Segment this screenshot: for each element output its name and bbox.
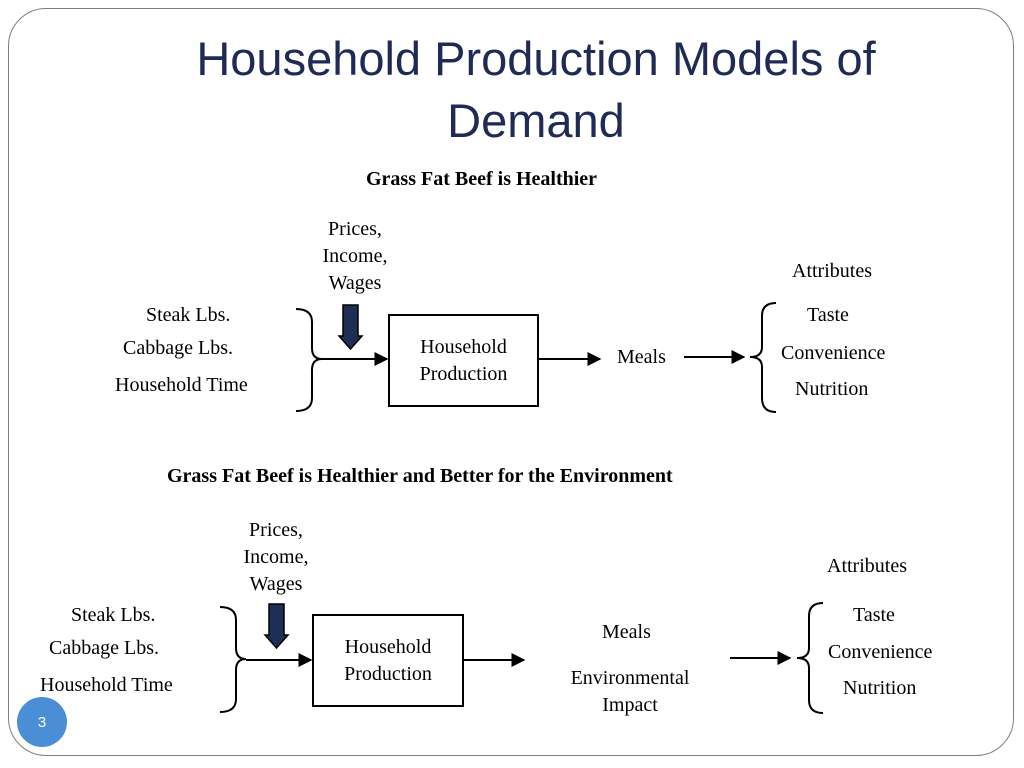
- diagram2-attribute-nutrition: Nutrition: [843, 677, 917, 699]
- diagram1-input-steak: Steak Lbs.: [146, 304, 231, 326]
- diagram2-attributes-label: Attributes: [827, 555, 907, 577]
- diagram1-attributes-brace: [749, 302, 777, 413]
- diagram2-input-time: Household Time: [40, 674, 173, 696]
- diagram1-input-time: Household Time: [115, 374, 248, 396]
- diagram2-output-meals: Meals: [602, 621, 651, 643]
- diagram2-attributes-brace: [796, 602, 824, 714]
- diagram1-household-production-box: Household Production: [388, 314, 539, 407]
- title-line-1: Household Production Models of: [196, 32, 876, 85]
- title-line-2: Demand: [447, 94, 625, 147]
- diagram1-output-meals: Meals: [617, 346, 666, 368]
- diagram2-input-brace: [219, 606, 247, 713]
- diagram1-attribute-convenience: Convenience: [781, 342, 886, 364]
- diagram1-attributes-label: Attributes: [792, 260, 872, 282]
- diagram2-household-production-box: Household Production: [312, 614, 464, 707]
- page-number-badge: 3: [17, 697, 67, 747]
- diagram2-input-cabbage: Cabbage Lbs.: [49, 637, 159, 659]
- diagram1-prices-label: Prices, Income, Wages: [322, 218, 388, 294]
- diagram2-attribute-convenience: Convenience: [828, 641, 933, 663]
- diagram2-prices-arrow: [263, 603, 290, 650]
- diagram1-prices-arrow: [337, 304, 364, 351]
- diagram2-heading: Grass Fat Beef is Healthier and Better f…: [167, 465, 673, 487]
- diagram1-input-cabbage: Cabbage Lbs.: [123, 337, 233, 359]
- diagram2-input-steak: Steak Lbs.: [71, 604, 156, 626]
- slide-title: Household Production Models of Demand: [120, 28, 952, 152]
- diagram1-input-brace: [295, 308, 323, 412]
- diagram1-attribute-taste: Taste: [807, 304, 849, 326]
- diagram1-heading: Grass Fat Beef is Healthier: [366, 168, 598, 190]
- diagram1-attribute-nutrition: Nutrition: [795, 378, 869, 400]
- diagram2-prices-label: Prices, Income, Wages: [243, 519, 309, 595]
- diagram2-output-environmental-impact: Environmental Impact: [570, 667, 690, 716]
- slide-frame: [8, 8, 1014, 756]
- diagram2-attribute-taste: Taste: [853, 604, 895, 626]
